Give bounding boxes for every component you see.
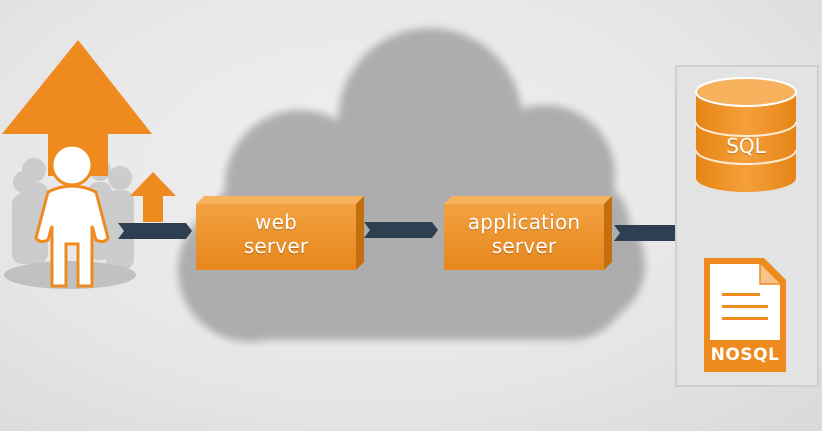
users-crowd-icon: [4, 158, 136, 289]
web-server-label: web server: [196, 210, 356, 258]
application-server-label-line2: server: [491, 234, 557, 258]
small-up-arrow-icon: [130, 172, 176, 222]
web-server-box: [196, 196, 364, 270]
connector-arrow: [118, 223, 192, 239]
application-server-box: [444, 196, 612, 270]
web-server-label-line1: web: [255, 210, 297, 234]
sql-database-icon: [695, 77, 797, 192]
application-server-label-line1: application: [467, 210, 581, 234]
nosql-label: NOSQL: [710, 345, 780, 365]
web-server-label-line2: server: [243, 234, 309, 258]
connector-arrow: [614, 225, 688, 241]
cloud-shape: [178, 28, 645, 342]
sql-label: SQL: [726, 134, 766, 158]
user-figure-icon: [34, 143, 110, 288]
large-up-arrow-icon: [2, 40, 152, 176]
application-server-label: application server: [444, 210, 604, 258]
nosql-document-icon: [704, 258, 786, 372]
connector-arrow: [364, 222, 438, 238]
